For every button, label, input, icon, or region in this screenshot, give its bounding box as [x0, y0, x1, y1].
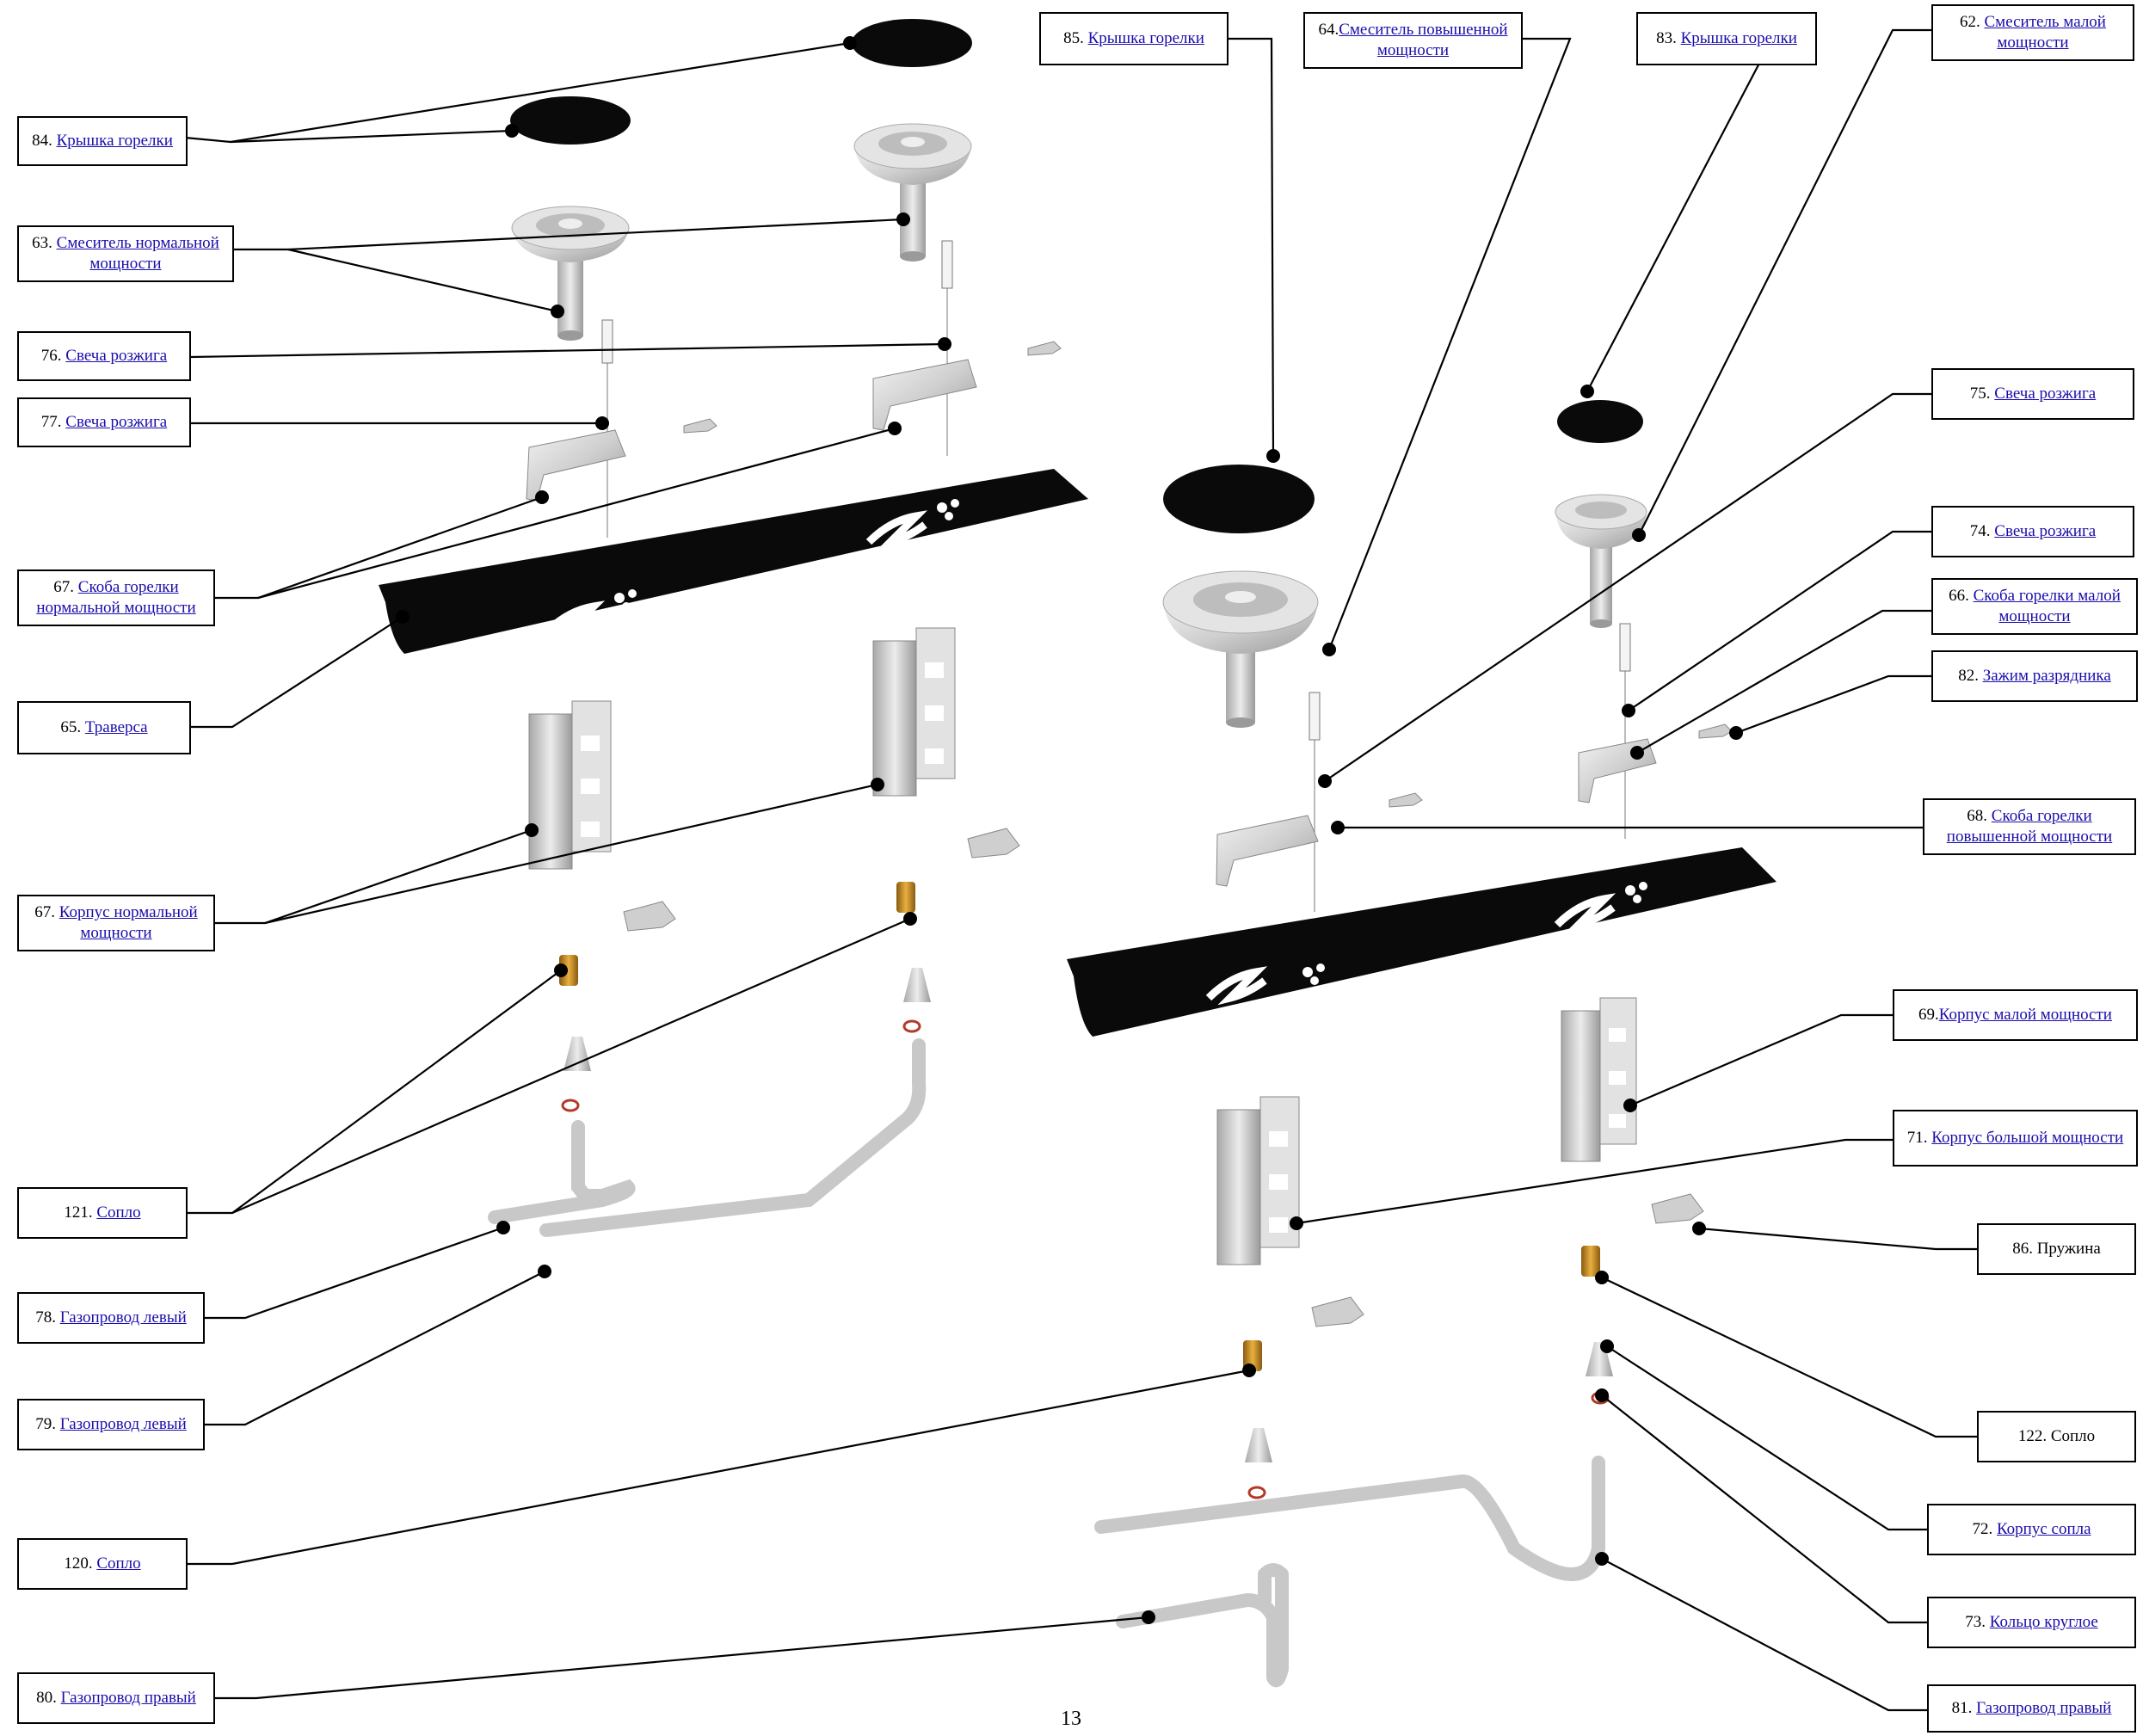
label-74: 74. Свеча розжига	[1931, 506, 2134, 557]
link-69[interactable]: Корпус малой мощности	[1938, 1006, 2112, 1024]
burner-cap-85	[1163, 465, 1315, 533]
label-80: 80. Газопровод правый	[17, 1672, 215, 1724]
gas-pipe-78	[488, 1120, 636, 1224]
traverse-65-left	[379, 469, 1088, 654]
label-75: 75. Свеча розжига	[1931, 368, 2134, 420]
link-67-body[interactable]: Корпус нормальной мощности	[59, 903, 198, 942]
link-76[interactable]: Свеча розжига	[65, 347, 168, 365]
spring-left-a	[623, 901, 676, 932]
link-82[interactable]: Зажим разрядника	[1982, 667, 2111, 685]
link-67-bracket[interactable]: Скоба горелки нормальной мощности	[36, 578, 196, 617]
body-67-right	[872, 627, 956, 797]
link-74[interactable]: Свеча розжига	[1994, 522, 2097, 540]
mixer-63-right	[853, 123, 972, 262]
bracket-67-right	[872, 359, 977, 431]
page-number: 13	[1061, 1708, 1081, 1730]
label-78: 78. Газопровод левый	[17, 1292, 205, 1344]
link-81[interactable]: Газопровод правый	[1976, 1699, 2112, 1717]
spring-right-a	[1311, 1296, 1364, 1327]
label-73: 73. Кольцо круглое	[1927, 1597, 2136, 1648]
link-78[interactable]: Газопровод левый	[59, 1308, 187, 1327]
nozzle-body-left-b	[903, 968, 931, 1002]
label-82: 82. Зажим разрядника	[1931, 650, 2138, 702]
nozzle-122	[1581, 1246, 1600, 1277]
bracket-68	[1216, 815, 1319, 887]
spring-86	[1651, 1193, 1704, 1224]
nozzle-120	[1243, 1340, 1262, 1371]
label-62: 62. Смеситель малой мощности	[1931, 4, 2134, 61]
label-67-bracket: 67. Скоба горелки нормальной мощности	[17, 569, 215, 626]
nozzle-body-left-a	[563, 1037, 591, 1071]
traverse-65-right	[1067, 847, 1777, 1037]
link-85[interactable]: Крышка горелки	[1087, 29, 1204, 47]
body-67-left	[528, 700, 612, 870]
nozzle-121-b	[896, 882, 915, 913]
label-68: 68. Скоба горелки повышенной мощности	[1923, 798, 2136, 855]
spark-plug-75	[1309, 692, 1321, 912]
label-81: 81. Газопровод правый	[1927, 1684, 2136, 1733]
link-120[interactable]: Сопло	[96, 1554, 141, 1573]
label-121: 121. Сопло	[17, 1187, 188, 1239]
bracket-67-left	[526, 429, 626, 502]
mixer-62	[1555, 494, 1647, 628]
link-80[interactable]: Газопровод правый	[60, 1689, 196, 1707]
body-71	[1216, 1096, 1300, 1265]
clip-a	[683, 418, 717, 434]
label-86: 86. Пружина	[1977, 1223, 2136, 1275]
burner-cap-84a	[852, 19, 972, 67]
clip-c	[1389, 792, 1423, 808]
burner-cap-83	[1557, 400, 1643, 443]
gas-pipe-79	[539, 1038, 927, 1237]
label-69: 69.Корпус малой мощности	[1893, 989, 2138, 1041]
leader-dots	[396, 36, 1743, 1624]
label-64: 64.Смеситель повышенной мощности	[1303, 12, 1523, 69]
ring-left-a	[561, 1099, 580, 1112]
label-72: 72. Корпус сопла	[1927, 1504, 2136, 1555]
link-84[interactable]: Крышка горелки	[56, 132, 173, 150]
label-84: 84. Крышка горелки	[17, 116, 188, 166]
ring-left-b	[902, 1019, 921, 1033]
label-79: 79. Газопровод левый	[17, 1399, 205, 1450]
link-121[interactable]: Сопло	[96, 1204, 141, 1222]
link-83[interactable]: Крышка горелки	[1680, 29, 1797, 47]
clip-b	[1027, 341, 1062, 356]
label-76: 76. Свеча розжига	[17, 331, 191, 381]
label-71: 71. Корпус большой мощности	[1893, 1110, 2138, 1167]
link-62[interactable]: Смеситель малой мощности	[1984, 13, 2106, 52]
link-73[interactable]: Кольцо круглое	[1989, 1613, 2098, 1631]
ring-right-a	[1247, 1486, 1266, 1499]
label-65: 65. Траверса	[17, 701, 191, 754]
mixer-64	[1162, 570, 1319, 728]
link-68[interactable]: Скоба горелки повышенной мощности	[1946, 807, 2113, 846]
link-66[interactable]: Скоба горелки малой мощности	[1973, 587, 2121, 625]
spring-left-b	[967, 828, 1020, 859]
link-63[interactable]: Смеситель нормальной мощности	[56, 234, 219, 273]
label-66: 66. Скоба горелки малой мощности	[1931, 578, 2138, 635]
label-83: 83. Крышка горелки	[1636, 12, 1817, 65]
gas-pipe-81	[1094, 1456, 1605, 1581]
label-120: 120. Сопло	[17, 1538, 188, 1590]
link-75[interactable]: Свеча розжига	[1994, 385, 2097, 403]
clip-82	[1698, 723, 1733, 739]
label-122: 122. Сопло	[1977, 1411, 2136, 1462]
nozzle-121-a	[559, 955, 578, 986]
spark-plug-77	[601, 319, 613, 538]
nozzle-body-right-a	[1245, 1428, 1272, 1462]
link-65[interactable]: Траверса	[84, 718, 148, 736]
label-63: 63. Смеситель нормальной мощности	[17, 225, 234, 282]
body-69	[1561, 997, 1637, 1162]
link-79[interactable]: Газопровод левый	[59, 1415, 187, 1433]
spark-plug-74	[1619, 623, 1631, 839]
leader-lines	[184, 28, 1977, 1712]
link-71[interactable]: Корпус большой мощности	[1931, 1129, 2124, 1147]
label-77: 77. Свеча розжига	[17, 397, 191, 447]
burner-cap-84b	[510, 96, 631, 145]
link-77[interactable]: Свеча розжига	[65, 413, 168, 431]
link-64[interactable]: Смеситель повышенной мощности	[1339, 21, 1508, 59]
label-67-body: 67. Корпус нормальной мощности	[17, 895, 215, 951]
link-72[interactable]: Корпус сопла	[1996, 1520, 2091, 1538]
gas-pipe-80	[1116, 1563, 1289, 1688]
label-85: 85. Крышка горелки	[1039, 12, 1229, 65]
